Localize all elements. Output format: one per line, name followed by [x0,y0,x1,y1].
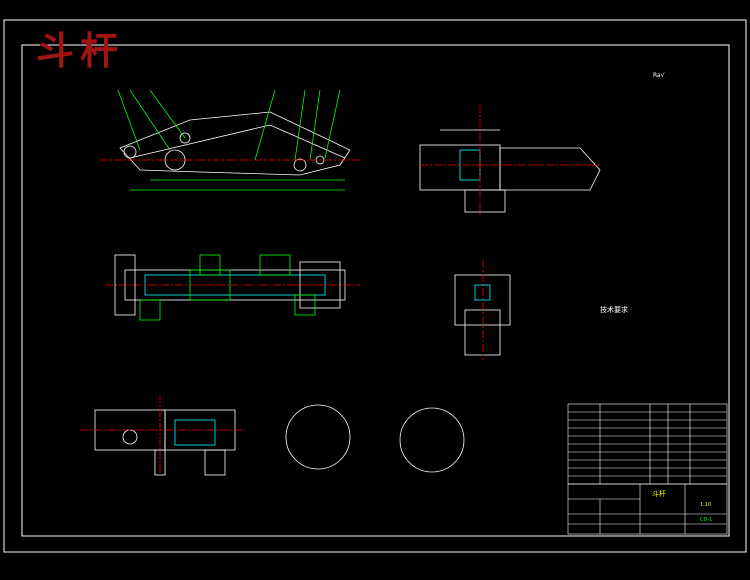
watermark-title: 斗杆 [36,28,125,73]
title-block [567,483,728,535]
technical-notes-title: 技术要求 [600,306,628,314]
detail-circle-left [285,404,351,470]
section-view-middle-right [454,260,511,360]
detail-circle-right [399,407,465,473]
title-block-drawing-code: CD-1 [700,517,713,523]
side-view [100,89,360,191]
roughness-symbol: Ra√ [653,72,665,79]
section-view-upper-right [419,105,601,215]
parts-list-table [567,403,728,485]
title-block-scale: 1:10 [700,502,712,508]
title-block-part-name: 斗杆 [652,490,666,498]
plan-view [105,254,360,321]
inner-border [21,44,730,537]
section-view-lower-left [80,395,245,476]
outer-border [3,19,747,553]
